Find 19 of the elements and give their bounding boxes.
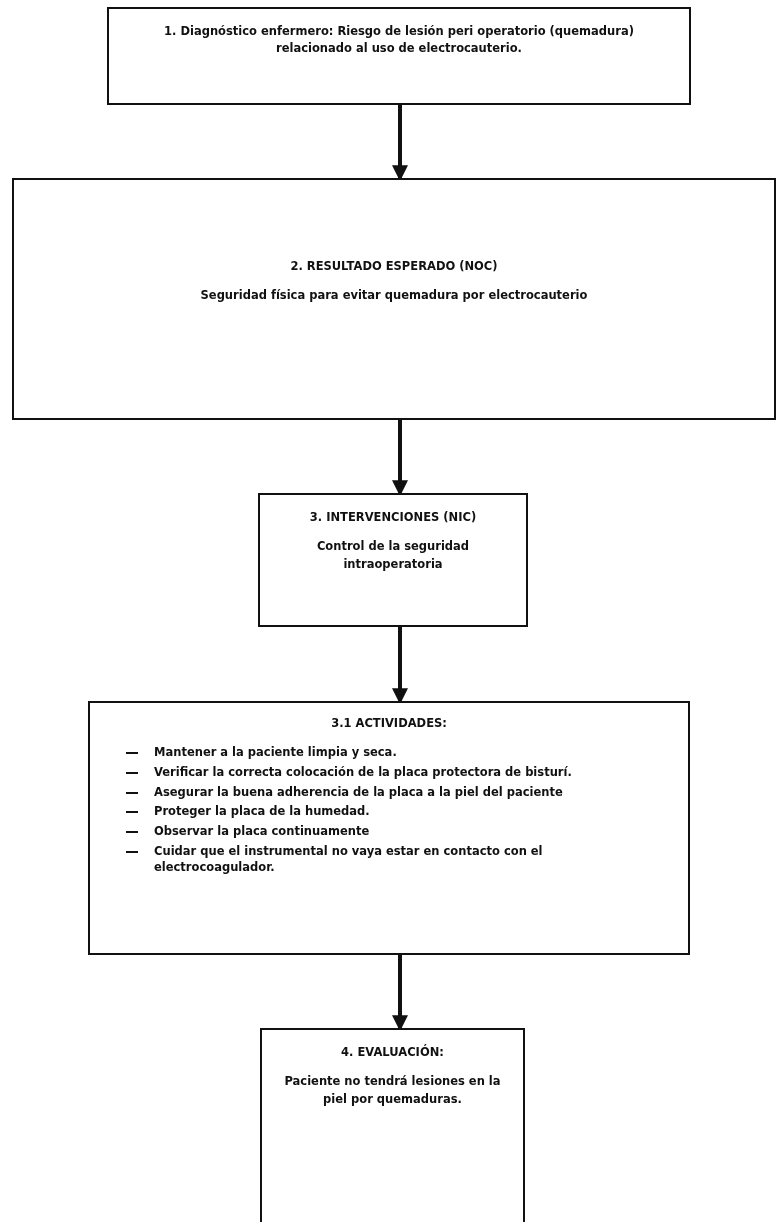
activities-box	[88, 701, 690, 955]
list-item-text: Mantener a la paciente limpia y seca.	[154, 744, 397, 761]
box-heading: 3. INTERVENCIONES (NIC)	[308, 509, 478, 526]
box-text: Control de la seguridad intraoperatoria	[315, 538, 471, 573]
diagnosis-box	[107, 7, 691, 105]
outcome-box	[12, 178, 776, 420]
box-heading: 2. RESULTADO ESPERADO (NOC)	[289, 258, 499, 275]
list-item-text: Cuidar que el instrumental no vaya estar en contacto con el electrocoagulador.	[154, 842, 544, 876]
evaluation-box	[260, 1028, 525, 1222]
list-item-text: Asegurar la buena adherencia de la placa a la piel del paciente	[154, 783, 563, 801]
intervention-box	[258, 493, 528, 627]
list-item-text: Verificar la correcta colocación de la placa protectora de bisturí.	[154, 763, 572, 781]
box-heading: 3.1 ACTIVIDADES:	[330, 715, 448, 732]
list-item-text: Observar la placa continuamente	[154, 822, 370, 840]
box-text: Seguridad física para evitar quemadura por electrocauterio	[199, 287, 589, 305]
list-item-text: Proteger la placa de la humedad.	[154, 803, 370, 820]
box-heading: 4. EVALUACIÓN:	[340, 1044, 445, 1061]
box-text: Paciente no tendrá lesiones en la piel por quemaduras.	[283, 1073, 502, 1108]
box-text: 1. Diagnóstico enfermero: Riesgo de lesión peri operatorio (quemadura) relacionado al uso de electrocauterio.	[163, 23, 635, 58]
